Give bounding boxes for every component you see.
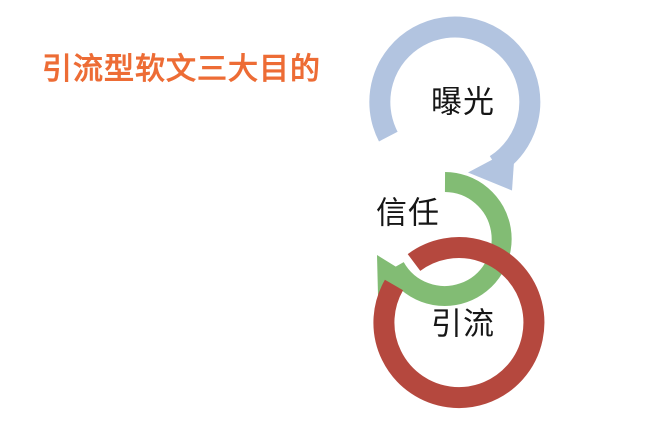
exposure-arrowhead-icon: [468, 147, 515, 191]
node-label-exposure: 曝光: [431, 84, 495, 121]
traffic-arc: [373, 237, 545, 409]
node-exposure: [369, 16, 541, 191]
node-label-traffic: 引流: [431, 306, 495, 343]
page-title: 引流型软文三大目的: [42, 52, 321, 87]
node-traffic: [373, 237, 545, 409]
exposure-arc: [369, 16, 541, 174]
node-label-trust: 信任: [376, 195, 440, 232]
